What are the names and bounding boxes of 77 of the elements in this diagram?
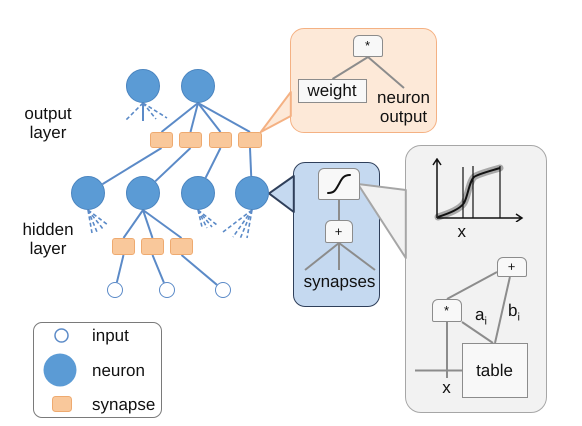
sigmoid-plot-drawing	[430, 158, 524, 222]
connector-line	[414, 370, 463, 379]
input-circle	[159, 282, 175, 298]
connector-line	[154, 147, 192, 182]
dashed-connector-line	[87, 210, 104, 230]
connector-line	[116, 254, 124, 282]
connector-line	[142, 103, 144, 121]
connector-line	[122, 209, 144, 239]
connector-line	[180, 254, 218, 286]
callout-bubble	[290, 28, 437, 133]
connector-line	[338, 243, 340, 270]
dashed-connector-line	[232, 210, 253, 238]
dashed-connector-line	[197, 210, 213, 228]
connector-line	[160, 102, 199, 133]
neuron-circle	[181, 176, 215, 210]
sigmoid-icon	[318, 168, 360, 200]
dashed-connector-line	[197, 210, 203, 228]
neuron-circle	[235, 176, 269, 210]
connector-line	[338, 242, 376, 271]
connector-line	[494, 276, 511, 344]
neuron-circle	[71, 176, 105, 210]
operator-node: +	[496, 256, 526, 276]
variable-label: x	[442, 378, 452, 396]
callout-pointer	[268, 175, 295, 213]
connector-line	[152, 254, 165, 283]
dashed-connector-line	[142, 102, 157, 120]
axis-label: x	[458, 222, 466, 240]
legend-label: neuron	[92, 361, 145, 380]
connector-line	[367, 56, 405, 89]
operator-node: *	[432, 298, 462, 322]
operator-node: +	[324, 220, 352, 242]
synapse-block	[150, 132, 173, 148]
operator-node: *	[352, 34, 382, 56]
connector-line	[338, 200, 340, 220]
connector-line	[249, 148, 252, 176]
connector-line	[198, 102, 250, 133]
dashed-connector-line	[87, 210, 93, 234]
synapse-block	[238, 132, 262, 148]
dashed-connector-line	[198, 209, 218, 226]
dashed-connector-line	[197, 210, 208, 228]
connector-line	[142, 209, 182, 239]
connector-line	[446, 271, 498, 300]
legend-label: input	[92, 326, 129, 345]
connector-line	[204, 148, 222, 178]
synapse-block	[170, 238, 193, 255]
connector-line	[142, 210, 154, 238]
dashed-connector-line	[239, 210, 253, 240]
weight-node: weight	[298, 78, 366, 102]
synapse-block	[112, 238, 135, 255]
connector-line	[332, 56, 369, 80]
edge-label: b$_{i}$	[507, 301, 521, 320]
neuron-circle	[181, 69, 215, 103]
dashed-connector-line	[222, 209, 252, 233]
dashed-connector-line	[87, 210, 98, 232]
dashed-connector-line	[124, 102, 144, 122]
input-circle	[107, 282, 123, 298]
synapse-block	[179, 132, 202, 148]
callout-pointer	[260, 91, 292, 133]
synapse-block	[141, 238, 164, 255]
input-circle	[215, 282, 231, 298]
neuron-circle	[126, 69, 160, 103]
connector-line	[102, 147, 162, 185]
synapse-block	[209, 132, 232, 148]
layer-label: output layer	[23, 104, 73, 142]
dashed-connector-line	[142, 102, 168, 119]
neuron-circle	[126, 176, 160, 210]
dashed-connector-line	[88, 209, 108, 226]
connector-line	[197, 102, 222, 133]
dashed-connector-line	[246, 210, 253, 238]
table-node: table	[462, 342, 528, 398]
operand-label: neuron output	[376, 88, 432, 126]
operand-label: synapses	[302, 270, 378, 290]
layer-label: hidden layer	[22, 220, 74, 258]
connector-line	[461, 321, 494, 344]
connector-line	[190, 102, 199, 132]
legend-label: synapse	[92, 395, 156, 414]
connector-line	[304, 242, 340, 271]
